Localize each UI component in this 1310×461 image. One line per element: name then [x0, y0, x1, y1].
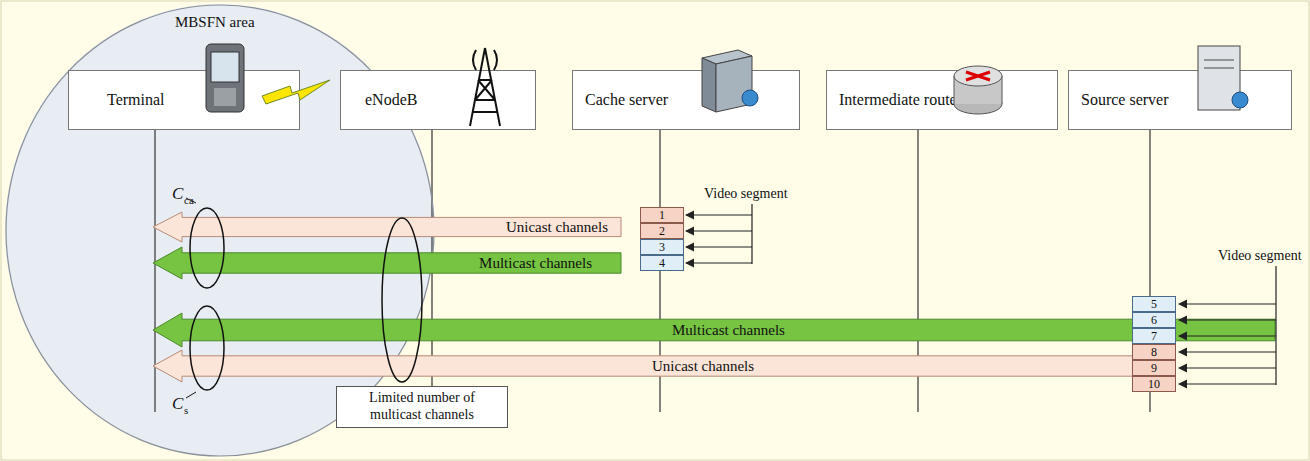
multicast-arrow: Multicast channels — [152, 246, 622, 280]
capacity-symbol: C — [172, 184, 183, 204]
node-text: 5 — [1151, 297, 1157, 312]
entity-box: Cache server — [572, 70, 800, 130]
entity-box: Intermediate router — [826, 70, 1058, 130]
router-icon — [954, 66, 1002, 114]
node-text: MBSFN area — [175, 14, 255, 31]
node-text: Multicast channels — [672, 322, 785, 339]
capacity-symbol: C — [172, 394, 183, 414]
wireless-bolt — [262, 80, 330, 104]
node-text: 3 — [659, 240, 665, 255]
node-text: 6 — [1151, 313, 1157, 328]
segment-label: Video segment — [704, 186, 788, 202]
unicast-arrow: Unicast channels — [152, 211, 622, 243]
phone-icon — [206, 44, 244, 112]
entity-box: Source server — [1068, 70, 1292, 130]
node-text: 4 — [659, 256, 665, 271]
segment-arrows — [686, 204, 1276, 385]
video-segment: 7 — [1132, 328, 1176, 344]
node-text: 10 — [1148, 377, 1160, 392]
server-icon — [702, 50, 758, 112]
unicast-arrow: Unicast channels — [152, 349, 1136, 383]
node-text: 8 — [1151, 345, 1157, 360]
node-text: eNodeB — [365, 91, 417, 109]
node-text: Multicast channels — [479, 255, 592, 272]
tower-icon — [470, 48, 500, 126]
segment-label: Video segment — [1218, 248, 1302, 264]
video-segment: 3 — [640, 239, 684, 255]
video-segment: 8 — [1132, 344, 1176, 360]
node-text: 2 — [659, 224, 665, 239]
leader-line — [186, 392, 196, 398]
node-text: Unicast channels — [506, 219, 608, 236]
video-segment: 5 — [1132, 296, 1176, 312]
node-text: 9 — [1151, 361, 1157, 376]
node-text: Terminal — [107, 91, 165, 109]
entity-box: eNodeB — [340, 70, 536, 130]
node-text: 7 — [1151, 329, 1157, 344]
video-segment: 6 — [1132, 312, 1176, 328]
server-icon — [1198, 46, 1248, 110]
video-segment: 1 — [640, 207, 684, 223]
video-segment: 9 — [1132, 360, 1176, 376]
node-text: Cache server — [585, 91, 668, 109]
arrow-shape — [152, 349, 1136, 383]
channel-group-ellipse — [190, 306, 224, 390]
note-box: Limited number of multicast channels — [336, 386, 508, 428]
node-text: Intermediate router — [839, 91, 962, 109]
node-text: Unicast channels — [652, 358, 754, 375]
channel-group-ellipse — [382, 218, 422, 382]
video-segment: 10 — [1132, 376, 1176, 392]
capacity-subscript: ca — [184, 194, 194, 206]
node-text: Source server — [1081, 91, 1169, 109]
video-segment: 4 — [640, 255, 684, 271]
node-text: 1 — [659, 208, 665, 223]
channel-group-ellipse — [190, 208, 224, 288]
video-segment: 2 — [640, 223, 684, 239]
node-text: Limited number of multicast channels — [343, 390, 501, 424]
leader-line — [186, 198, 196, 203]
multicast-arrow: Multicast channels — [152, 312, 1276, 348]
capacity-subscript: s — [184, 404, 188, 416]
entity-box: Terminal — [68, 70, 300, 130]
